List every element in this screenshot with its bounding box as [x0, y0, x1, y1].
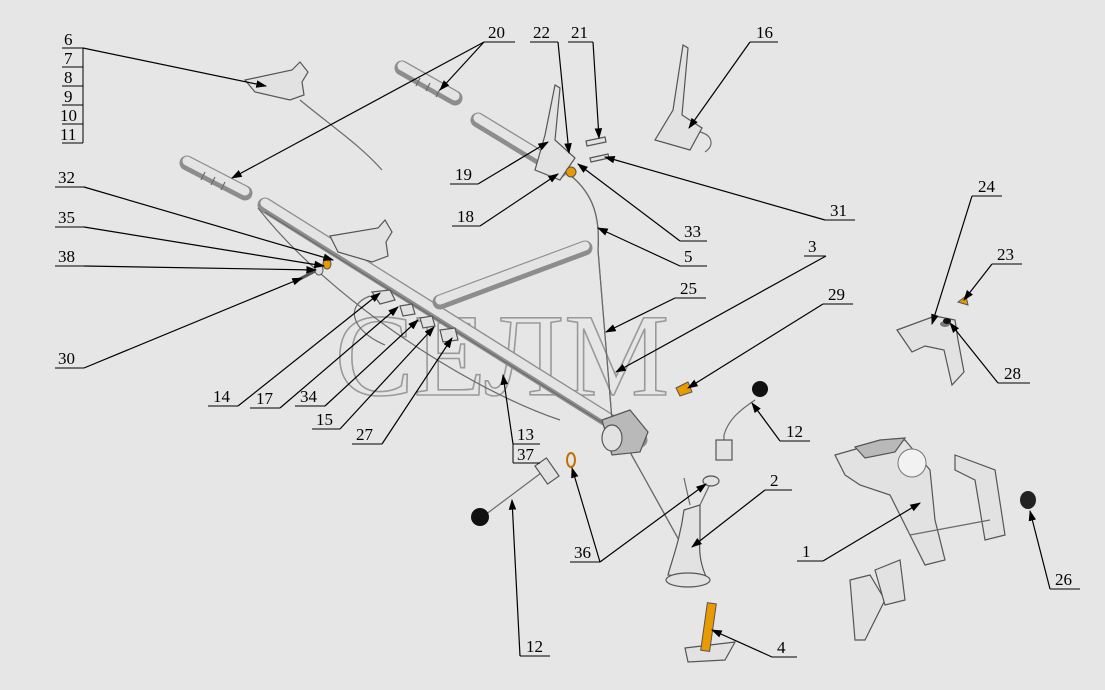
callout-group-5: 5 [597, 227, 707, 267]
callout-22: 22 [533, 23, 550, 42]
callout-group-27: 27 [352, 337, 453, 445]
callout-group-38: 38 [55, 247, 318, 274]
cap-26 [1020, 491, 1036, 509]
callout-group-36: 36 [570, 466, 707, 563]
parts [179, 44, 1036, 663]
callout-4: 4 [777, 638, 786, 657]
callout-group-29: 29 [687, 285, 853, 389]
callout-5: 5 [684, 247, 693, 266]
handle-right [715, 381, 768, 461]
callout-31: 31 [830, 201, 847, 220]
callout-12-left: 12 [526, 637, 543, 656]
callout-8: 8 [64, 68, 73, 87]
callout-13: 13 [517, 425, 534, 444]
callout-38: 38 [58, 247, 75, 266]
callout-21: 21 [571, 23, 588, 42]
callout-group-28: 28 [949, 322, 1030, 384]
lever-assembly-16 [654, 44, 712, 153]
callout-11: 11 [60, 125, 76, 144]
ring-36 [566, 452, 576, 468]
callout-14: 14 [213, 387, 231, 406]
lever-lower [329, 218, 393, 263]
callout-15: 15 [316, 410, 333, 429]
callout-12-right: 12 [786, 422, 803, 441]
throttle-lever [534, 84, 576, 181]
callout-26: 26 [1055, 570, 1072, 589]
fitting-29 [675, 381, 693, 397]
callout-group-1: 1 [797, 502, 921, 562]
callout-group-21: 21 [568, 23, 603, 140]
grip-left [179, 155, 253, 201]
callout-group-35: 35 [55, 208, 326, 269]
callout-group-26: 26 [1028, 509, 1080, 590]
callout-33: 33 [684, 222, 701, 241]
callout-group-25: 25 [605, 279, 706, 333]
cable-lower [257, 207, 561, 421]
callout-group-31: 31 [603, 156, 855, 221]
callout-9: 9 [64, 87, 73, 106]
callout-27: 27 [356, 425, 374, 444]
bracket-assembly-1 [834, 437, 1006, 641]
callout-group-30: 30 [55, 277, 303, 369]
cable-upper [299, 99, 383, 171]
pin-31 [589, 153, 610, 163]
pin-4 [684, 602, 737, 663]
callout-group-15: 15 [312, 326, 435, 430]
callout-group-19: 19 [450, 141, 549, 185]
callout-17: 17 [256, 389, 274, 408]
callout-25: 25 [680, 279, 697, 298]
cross-tube [432, 240, 593, 310]
callout-group-12-left: 12 [508, 498, 550, 657]
callout-7: 7 [64, 49, 73, 68]
callout-29: 29 [828, 285, 845, 304]
callout-group-33: 33 [577, 163, 707, 242]
steering-column [569, 174, 691, 561]
callout-group-32: 32 [55, 168, 335, 261]
callout-37: 37 [517, 445, 535, 464]
callout-group-14: 14 [208, 292, 381, 407]
callout-group-3: 3 [615, 237, 827, 373]
callout-6: 6 [64, 30, 73, 49]
callout-group-22: 22 [530, 23, 572, 155]
callout-group-17: 17 [250, 306, 399, 409]
callout-group-16: 16 [688, 23, 778, 129]
callout-3: 3 [808, 237, 817, 256]
main-tube [257, 197, 648, 448]
lower-column [665, 475, 720, 588]
nut-28 [943, 318, 951, 324]
bracket-24 [896, 315, 965, 387]
label-stack-6-11: 6 7 8 9 10 11 [60, 30, 268, 144]
callout-group-12-right: 12 [751, 402, 810, 442]
callout-group-2: 2 [691, 471, 792, 548]
callout-19: 19 [455, 165, 472, 184]
callout-30: 30 [58, 349, 75, 368]
handle-left [471, 457, 560, 526]
callout-20: 20 [488, 23, 505, 42]
callout-group-23: 23 [963, 245, 1022, 301]
callout-1: 1 [802, 542, 811, 561]
callout-group-24: 24 [931, 177, 1002, 326]
tube-clamp [601, 409, 649, 456]
callout-34: 34 [300, 387, 318, 406]
callout-35: 35 [58, 208, 75, 227]
callout-group-13-37: 13 37 [500, 373, 540, 464]
callout-group-4: 4 [711, 629, 797, 658]
callout-10: 10 [60, 106, 77, 125]
callout-group-20: 20 [231, 23, 515, 179]
callout-32: 32 [58, 168, 75, 187]
callout-group-18: 18 [452, 173, 559, 227]
callout-28: 28 [1004, 364, 1021, 383]
callout-24: 24 [978, 177, 996, 196]
callout-group-34: 34 [295, 319, 419, 407]
callout-2: 2 [770, 471, 779, 490]
callout-36: 36 [574, 543, 591, 562]
lever-upper [243, 61, 309, 101]
pin-21 [585, 136, 607, 147]
fitting-33 [565, 166, 577, 178]
callout-16: 16 [756, 23, 773, 42]
callout-23: 23 [997, 245, 1014, 264]
callout-18: 18 [457, 207, 474, 226]
